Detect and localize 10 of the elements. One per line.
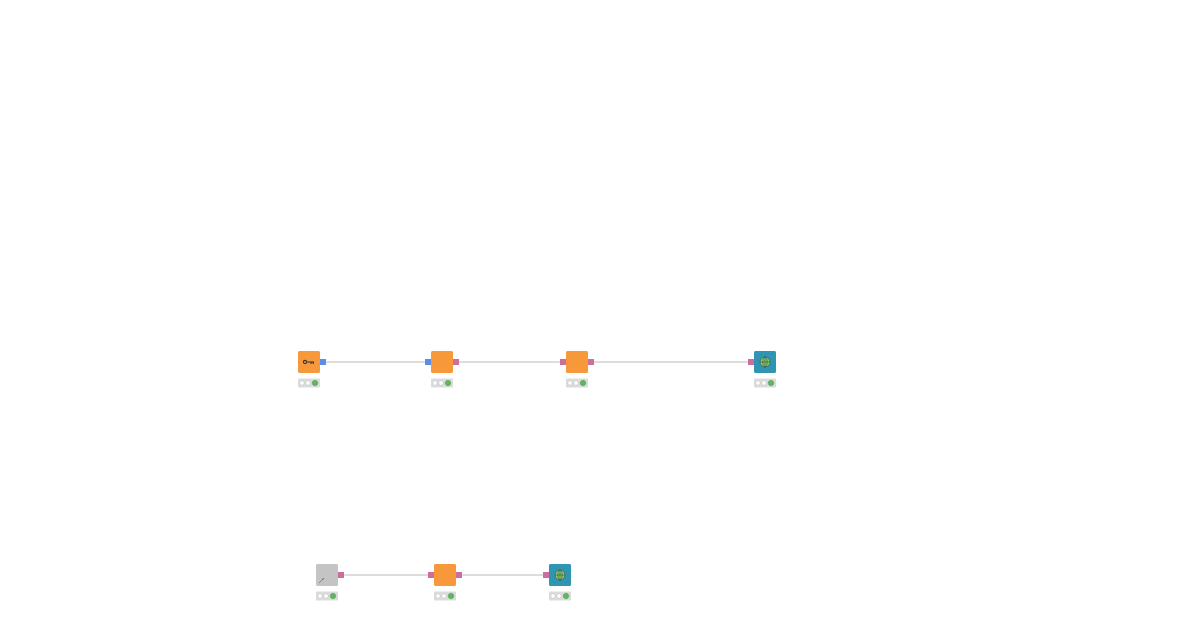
workflow-node [566, 351, 588, 373]
connector [343, 574, 429, 576]
workflow-node [298, 351, 320, 373]
workflow-node [434, 564, 456, 586]
connector [458, 361, 561, 363]
connector [325, 361, 426, 363]
workflow-node [431, 351, 453, 373]
workflow-node [316, 564, 338, 586]
connector [461, 574, 544, 576]
connector [593, 361, 749, 363]
